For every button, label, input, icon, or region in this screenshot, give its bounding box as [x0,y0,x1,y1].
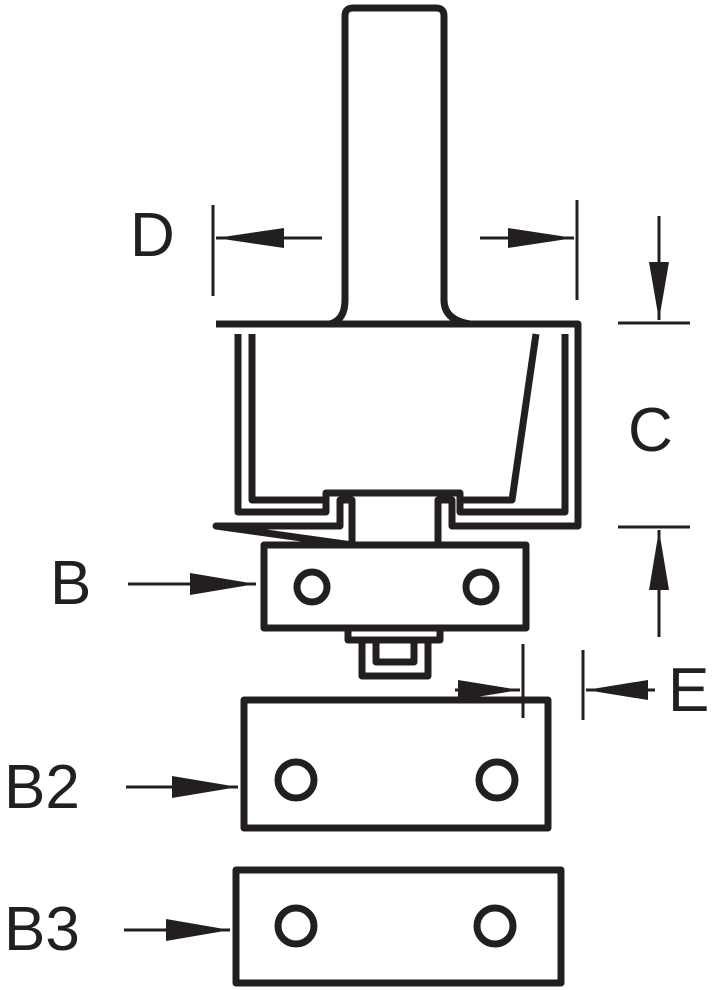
bearing-b [260,541,530,632]
label-b2: B2 [4,753,80,822]
label-c: C [628,396,673,465]
bearing-b2-hole-right [475,758,519,802]
arrow-c-bottom [649,530,669,590]
arrow-e-right [586,680,648,700]
arrow-d-left [216,228,284,248]
arrow-b2 [172,776,238,798]
bearing-b2-hole-left [274,758,318,802]
bearing-neck [348,500,442,545]
shank [326,4,474,328]
bearing-b-hole-right [462,568,500,606]
arrow-b3 [166,919,230,941]
label-b: B [50,549,92,618]
arrow-c-top [649,262,669,320]
label-b3: B3 [4,895,80,964]
arrow-b [190,573,256,595]
bearing-b3-hole-right [473,904,517,948]
retaining-screw [344,628,444,680]
bearing-b3-hole-left [274,904,318,948]
bearing-b3 [232,866,565,987]
label-d: D [130,201,175,270]
bearing-b-hole-left [293,568,331,606]
label-e: E [668,656,710,725]
arrow-d-right [508,228,574,248]
bearing-b2 [240,696,552,832]
cutter-edge-line [248,333,540,504]
arrow-e-left [458,680,520,700]
cutter-flute [234,334,569,516]
